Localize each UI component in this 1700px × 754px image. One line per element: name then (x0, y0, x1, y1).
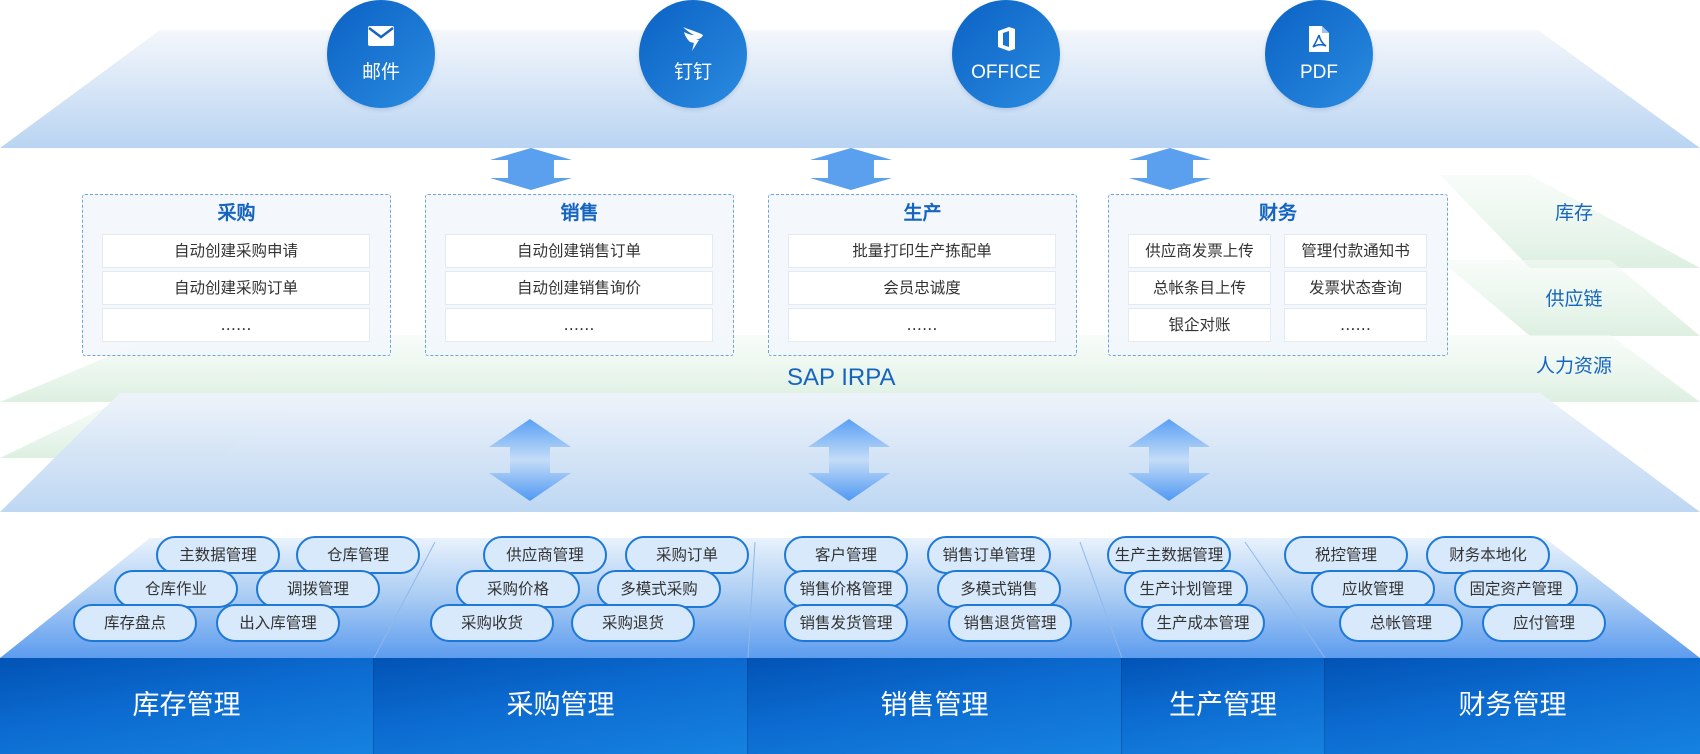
scenario-item[interactable]: 供应商发票上传 (1128, 234, 1271, 268)
scenario-item[interactable]: 自动创建销售订单 (445, 234, 713, 268)
module-procurement[interactable]: 采购管理 (374, 658, 748, 754)
feature-bubble[interactable]: 采购退货 (571, 604, 695, 642)
channel-dingtalk[interactable]: 钉钉 (639, 0, 747, 108)
pdf-icon (1265, 26, 1373, 52)
feature-bubble[interactable]: 生产主数据管理 (1107, 536, 1231, 574)
panel-procurement: 采购 自动创建采购申请 自动创建采购订单 …… (82, 194, 391, 356)
feature-bubble[interactable]: 主数据管理 (156, 536, 280, 574)
panel-sales: 销售 自动创建销售订单 自动创建销售询价 …… (425, 194, 734, 356)
bidirectional-arrow-icon (1129, 148, 1211, 190)
feature-bubble[interactable]: 财务本地化 (1426, 536, 1550, 574)
feature-bubble[interactable]: 客户管理 (784, 536, 908, 574)
panel-production: 生产 批量打印生产拣配单 会员忠诚度 …… (768, 194, 1077, 356)
bidirectional-arrow-icon (489, 419, 571, 501)
feature-bubble[interactable]: 总帐管理 (1339, 604, 1463, 642)
bidirectional-arrow-icon (810, 148, 892, 190)
channel-pdf[interactable]: PDF (1265, 0, 1373, 108)
bidirectional-arrow-icon (808, 419, 890, 501)
scenario-item[interactable]: 自动创建销售询价 (445, 271, 713, 305)
feature-bubble[interactable]: 销售发货管理 (784, 604, 908, 642)
channel-label: 邮件 (361, 62, 400, 83)
scenario-item-more[interactable]: …… (1284, 308, 1427, 342)
scenario-item-more[interactable]: …… (788, 308, 1056, 342)
scenario-item[interactable]: 批量打印生产拣配单 (788, 234, 1056, 268)
platform-label: SAP IRPA (787, 364, 896, 391)
feature-bubble[interactable]: 固定资产管理 (1454, 570, 1578, 608)
office-icon (952, 26, 1060, 52)
feature-bubble[interactable]: 多模式采购 (597, 570, 721, 608)
module-inventory[interactable]: 库存管理 (0, 658, 374, 754)
module-finance[interactable]: 财务管理 (1325, 658, 1700, 754)
feature-bubble[interactable]: 应收管理 (1311, 570, 1435, 608)
feature-bubble[interactable]: 生产计划管理 (1124, 570, 1248, 608)
feature-bubble[interactable]: 销售退货管理 (948, 604, 1072, 642)
feature-bubble[interactable]: 税控管理 (1284, 536, 1408, 574)
feature-bubble[interactable]: 仓库作业 (114, 570, 238, 608)
feature-bubble[interactable]: 库存盘点 (73, 604, 197, 642)
feature-bubble[interactable]: 供应商管理 (483, 536, 607, 574)
module-sales[interactable]: 销售管理 (748, 658, 1122, 754)
channel-mail[interactable]: 邮件 (327, 0, 435, 108)
scenario-item[interactable]: 自动创建采购申请 (102, 234, 370, 268)
top-layer-plane (0, 30, 1700, 148)
divider-line (373, 541, 436, 659)
scenario-item[interactable]: 会员忠诚度 (788, 271, 1056, 305)
divider-line (1244, 541, 1326, 659)
module-production[interactable]: 生产管理 (1122, 658, 1325, 754)
feature-bubble[interactable]: 销售订单管理 (927, 536, 1051, 574)
panel-finance: 财务 供应商发票上传 管理付款通知书 总帐条目上传 发票状态查询 银企对账 …… (1108, 194, 1448, 356)
panel-title: 生产 (903, 202, 942, 224)
feature-bubble[interactable]: 采购价格 (456, 570, 580, 608)
scenario-item[interactable]: 总帐条目上传 (1128, 271, 1271, 305)
scenario-item-more[interactable]: …… (445, 308, 713, 342)
feature-bubble[interactable]: 应付管理 (1482, 604, 1606, 642)
panel-title: 销售 (560, 202, 599, 224)
feature-bubble[interactable]: 多模式销售 (937, 570, 1061, 608)
channel-label: OFFICE (971, 62, 1041, 83)
scenario-item[interactable]: 管理付款通知书 (1284, 234, 1427, 268)
feature-bubble[interactable]: 仓库管理 (296, 536, 420, 574)
divider-line (1079, 541, 1123, 659)
bidirectional-arrow-icon (1128, 419, 1210, 501)
channel-label: 钉钉 (673, 62, 712, 83)
scenario-item-more[interactable]: …… (102, 308, 370, 342)
side-layer-label: 库存 (1554, 202, 1593, 224)
scenario-item[interactable]: 发票状态查询 (1284, 271, 1427, 305)
feature-bubble[interactable]: 出入库管理 (216, 604, 340, 642)
panel-title: 采购 (217, 202, 256, 224)
channel-label: PDF (1300, 62, 1338, 83)
scenario-item[interactable]: 银企对账 (1128, 308, 1271, 342)
mail-icon (327, 26, 435, 52)
feature-bubble[interactable]: 销售价格管理 (784, 570, 908, 608)
bidirectional-arrow-icon (490, 148, 572, 190)
feature-bubble[interactable]: 采购订单 (625, 536, 749, 574)
feature-bubble[interactable]: 生产成本管理 (1141, 604, 1265, 642)
side-layer-label: 供应链 (1545, 288, 1603, 310)
channel-office[interactable]: OFFICE (952, 0, 1060, 108)
panel-title: 财务 (1258, 202, 1297, 224)
dingtalk-icon (639, 26, 747, 52)
side-layer-label: 人力资源 (1535, 355, 1612, 377)
green-layer-inventory (1440, 175, 1700, 268)
green-layer-supply-chain (1440, 260, 1700, 336)
feature-bubble[interactable]: 采购收货 (430, 604, 554, 642)
scenario-item[interactable]: 自动创建采购订单 (102, 271, 370, 305)
feature-bubble[interactable]: 调拨管理 (256, 570, 380, 608)
divider-line (747, 541, 756, 659)
